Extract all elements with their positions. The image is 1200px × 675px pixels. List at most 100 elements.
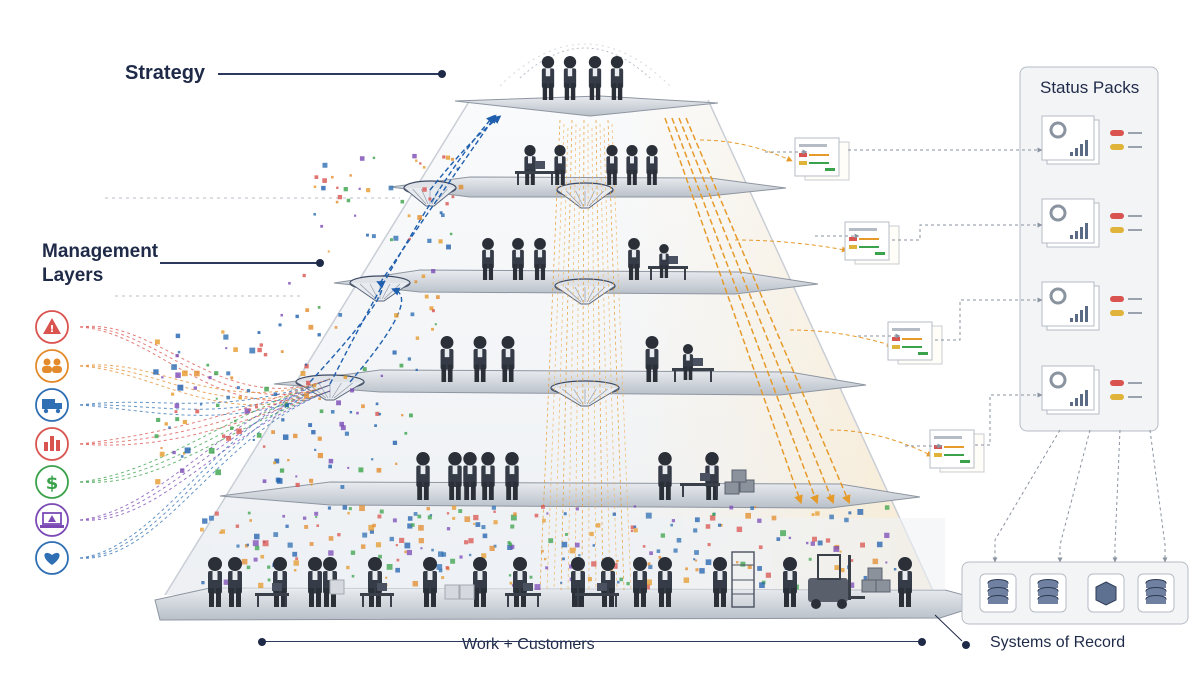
data-particle bbox=[340, 485, 345, 489]
warning-icon: ! bbox=[35, 310, 69, 344]
funnel bbox=[403, 180, 457, 207]
data-particle bbox=[541, 549, 544, 553]
data-particle bbox=[757, 518, 762, 523]
downward-orange-flow bbox=[664, 117, 803, 505]
data-particle bbox=[235, 524, 240, 528]
person-figure bbox=[705, 452, 719, 500]
orange-branch-flow bbox=[699, 139, 793, 162]
svg-text:$: $ bbox=[46, 473, 59, 494]
data-particle bbox=[513, 512, 517, 516]
data-particle bbox=[264, 386, 269, 392]
data-particle bbox=[155, 479, 161, 485]
data-particle bbox=[396, 558, 400, 562]
data-particle bbox=[424, 294, 429, 299]
data-particle bbox=[202, 518, 208, 524]
data-particle bbox=[510, 524, 515, 529]
data-particle bbox=[219, 531, 222, 534]
person-figure bbox=[541, 56, 555, 100]
data-particle bbox=[199, 403, 203, 406]
strategy-rings bbox=[499, 43, 671, 87]
data-particle bbox=[408, 237, 411, 241]
data-particle bbox=[343, 375, 348, 380]
person-figure bbox=[658, 557, 672, 607]
status-pack bbox=[1041, 115, 1142, 165]
data-particle bbox=[592, 544, 596, 547]
data-particle bbox=[241, 558, 248, 565]
data-particle bbox=[285, 403, 289, 408]
data-particle bbox=[312, 383, 317, 388]
data-particle bbox=[236, 386, 240, 390]
data-particle bbox=[177, 350, 181, 354]
data-particle bbox=[280, 350, 284, 354]
person-figure bbox=[482, 238, 494, 280]
status-report-document bbox=[887, 321, 943, 365]
data-particle bbox=[529, 575, 533, 579]
database-icon bbox=[1029, 573, 1067, 613]
person-figure bbox=[610, 56, 624, 100]
data-particle bbox=[439, 211, 443, 215]
box bbox=[731, 469, 747, 483]
input-flow-line bbox=[79, 378, 331, 483]
box bbox=[329, 579, 345, 595]
data-particle bbox=[328, 536, 334, 541]
person-figure bbox=[524, 145, 536, 185]
data-particle bbox=[358, 187, 361, 190]
data-particle bbox=[347, 466, 350, 469]
data-particle bbox=[184, 447, 191, 454]
input-flow-line bbox=[79, 390, 331, 559]
data-particle bbox=[449, 232, 453, 236]
data-particle bbox=[885, 561, 888, 564]
data-particle bbox=[415, 159, 418, 162]
database-icon bbox=[979, 573, 1017, 613]
data-particle bbox=[348, 507, 352, 511]
data-particle bbox=[375, 402, 379, 406]
data-particle bbox=[619, 577, 624, 582]
data-particle bbox=[780, 530, 787, 537]
data-particle bbox=[414, 280, 418, 284]
data-particle bbox=[482, 533, 488, 539]
status-packs-label: Status Packs bbox=[1040, 78, 1140, 97]
data-particle bbox=[318, 397, 321, 401]
data-particle bbox=[456, 167, 459, 171]
data-particle bbox=[426, 506, 430, 511]
data-particle bbox=[441, 552, 447, 557]
person-figure bbox=[713, 557, 727, 607]
data-particle bbox=[805, 541, 809, 545]
data-particle bbox=[159, 451, 165, 457]
data-particle bbox=[857, 509, 864, 515]
data-particle bbox=[180, 455, 184, 458]
box bbox=[444, 584, 460, 600]
data-particle bbox=[616, 559, 619, 563]
data-particle bbox=[304, 393, 309, 398]
person-figure bbox=[308, 557, 322, 607]
data-particle bbox=[401, 414, 404, 417]
data-particle bbox=[230, 376, 234, 380]
data-particle bbox=[351, 574, 355, 578]
data-particle bbox=[422, 166, 426, 169]
input-flow-line bbox=[79, 365, 331, 406]
box bbox=[861, 579, 877, 593]
data-particle bbox=[626, 581, 630, 586]
data-particle bbox=[815, 511, 820, 516]
data-particle bbox=[508, 574, 512, 577]
data-particle bbox=[330, 410, 335, 414]
data-particle bbox=[694, 517, 700, 523]
input-flow-line bbox=[79, 384, 331, 559]
person-figure bbox=[601, 557, 615, 607]
data-particle bbox=[840, 567, 845, 573]
data-particle bbox=[493, 510, 496, 513]
data-particle bbox=[407, 214, 411, 218]
desk bbox=[672, 358, 714, 382]
data-particle bbox=[491, 505, 496, 510]
data-particle bbox=[350, 550, 356, 555]
person-figure bbox=[658, 452, 672, 500]
data-particle bbox=[595, 523, 601, 528]
data-particle bbox=[282, 514, 286, 518]
data-particle bbox=[473, 522, 476, 525]
data-particle bbox=[510, 514, 517, 521]
data-particle bbox=[705, 559, 712, 566]
data-particle bbox=[377, 514, 382, 519]
person-figure bbox=[659, 244, 669, 278]
data-particle bbox=[378, 554, 382, 559]
data-particle bbox=[346, 198, 351, 203]
